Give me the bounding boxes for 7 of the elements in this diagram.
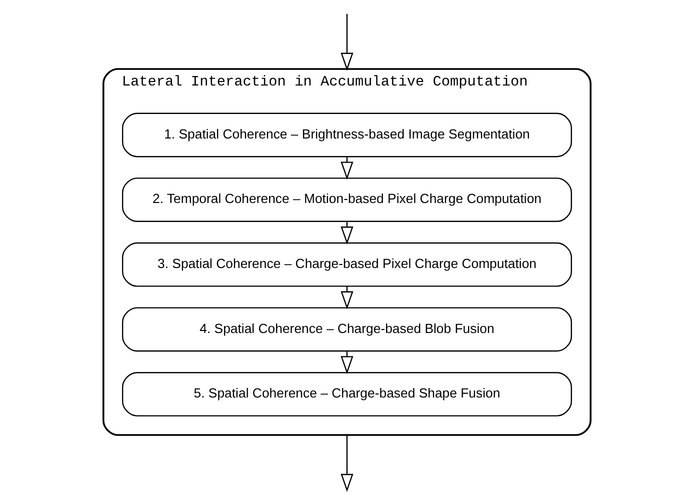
- node-box: 4. Spatial Coherence – Charge-based Blob Fusion: [122, 307, 572, 352]
- node-box: 1. Spatial Coherence – Brightness-based Image Segmentation: [122, 112, 572, 158]
- arrow: [340, 435, 353, 492]
- node-box: 5. Spatial Coherence – Charge-based Shape Fusion: [122, 372, 572, 416]
- arrow: [340, 14, 353, 71]
- node-box: 2. Temporal Coherence – Motion-based Pixel Charge Computation: [122, 178, 572, 222]
- node-box: 3. Spatial Coherence – Charge-based Pixel Charge Computation: [122, 242, 572, 287]
